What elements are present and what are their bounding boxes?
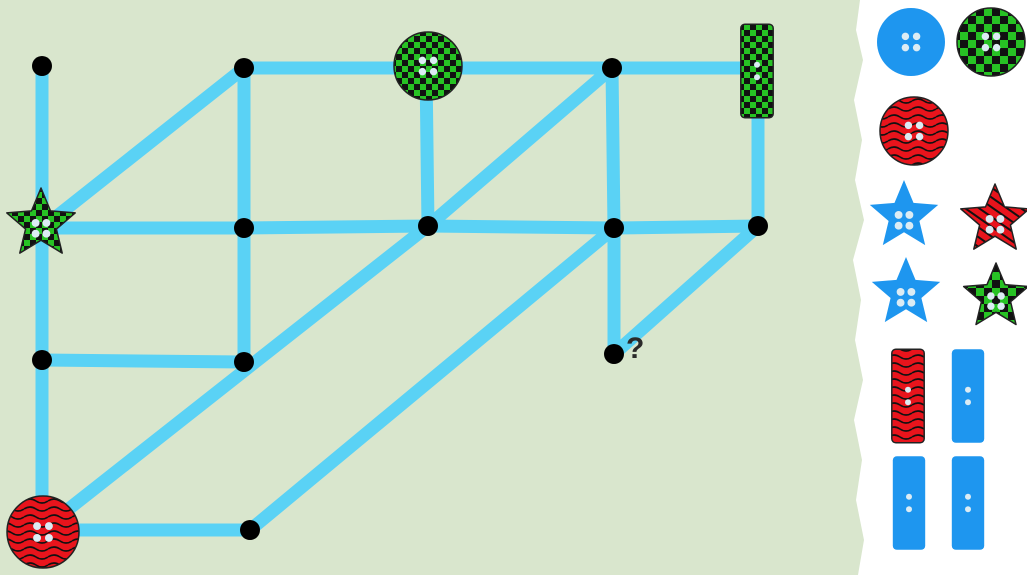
button-hole (986, 215, 994, 223)
palette-button-rect[interactable] (952, 349, 984, 443)
button-hole (42, 219, 50, 227)
button-hole (895, 222, 903, 230)
button-body (7, 496, 79, 568)
button-hole (907, 299, 915, 307)
palette-button-rect[interactable] (893, 456, 925, 550)
button-hole (905, 133, 912, 140)
button-body (952, 456, 984, 550)
button-hole (996, 226, 1004, 234)
placed-button (741, 24, 773, 118)
button-hole (965, 506, 971, 512)
button-hole (33, 522, 41, 530)
button-body (957, 8, 1025, 76)
button-body (872, 257, 940, 322)
button-hole (993, 44, 1000, 51)
graph-node[interactable] (32, 56, 52, 76)
button-hole (996, 215, 1004, 223)
palette-button-rect[interactable] (892, 349, 924, 443)
button-hole (45, 534, 53, 542)
palette-button-star[interactable] (870, 180, 938, 245)
button-hole (905, 399, 911, 405)
button-body (964, 263, 1027, 325)
button-hole (905, 122, 912, 129)
button-hole (419, 68, 426, 75)
button-hole (905, 222, 913, 230)
palette-button-circle[interactable] (877, 8, 945, 76)
button-hole (754, 62, 760, 68)
button-body (880, 97, 948, 165)
button-hole (916, 122, 923, 129)
button-hole (997, 302, 1004, 309)
question-mark: ? (626, 334, 644, 364)
button-hole (897, 299, 905, 307)
graph-edge (428, 226, 614, 228)
button-hole (986, 226, 994, 234)
button-body (877, 8, 945, 76)
button-hole (987, 292, 994, 299)
placed-button (7, 496, 79, 568)
button-hole (965, 494, 971, 500)
graph-node[interactable] (234, 58, 254, 78)
button-hole (982, 33, 989, 40)
graph-node[interactable] (604, 218, 624, 238)
button-hole (32, 219, 40, 227)
button-hole (906, 506, 912, 512)
button-hole (905, 211, 913, 219)
button-hole (913, 33, 920, 40)
graph-edge (612, 68, 614, 228)
button-hole (907, 288, 915, 296)
graph-edge (244, 226, 428, 228)
button-hole (916, 133, 923, 140)
button-hole (754, 74, 760, 80)
palette-button-star[interactable] (872, 257, 940, 322)
button-palette (870, 8, 1027, 550)
button-hole (45, 522, 53, 530)
palette-button-circle[interactable] (957, 8, 1025, 76)
button-hole (906, 494, 912, 500)
button-hole (897, 288, 905, 296)
graph-node[interactable] (602, 58, 622, 78)
button-hole (965, 399, 971, 405)
button-hole (895, 211, 903, 219)
palette-button-star[interactable] (961, 184, 1027, 249)
graph-node[interactable] (234, 352, 254, 372)
graph-node[interactable] (748, 216, 768, 236)
button-hole (987, 302, 994, 309)
button-hole (32, 230, 40, 238)
button-hole (33, 534, 41, 542)
button-hole (965, 387, 971, 393)
graph-node[interactable] (32, 350, 52, 370)
button-hole (902, 44, 909, 51)
button-hole (430, 57, 437, 64)
button-hole (993, 33, 1000, 40)
graph-edge (614, 226, 758, 228)
button-hole (997, 292, 1004, 299)
button-body (952, 349, 984, 443)
placed-button (394, 32, 462, 100)
palette-button-rect[interactable] (952, 456, 984, 550)
graph-node[interactable] (240, 520, 260, 540)
button-body (741, 24, 773, 118)
button-hole (982, 44, 989, 51)
button-hole (905, 387, 911, 393)
button-hole (430, 68, 437, 75)
button-hole (419, 57, 426, 64)
button-hole (913, 44, 920, 51)
palette-button-circle[interactable] (880, 97, 948, 165)
palette-button-star[interactable] (964, 263, 1027, 325)
button-hole (42, 230, 50, 238)
button-body (394, 32, 462, 100)
button-body (870, 180, 938, 245)
graph-edge (42, 360, 244, 362)
button-hole (902, 33, 909, 40)
graph-node[interactable] (418, 216, 438, 236)
button-body (893, 456, 925, 550)
button-body (892, 349, 924, 443)
button-body (961, 184, 1027, 249)
unknown-node[interactable] (604, 344, 624, 364)
graph-node[interactable] (234, 218, 254, 238)
